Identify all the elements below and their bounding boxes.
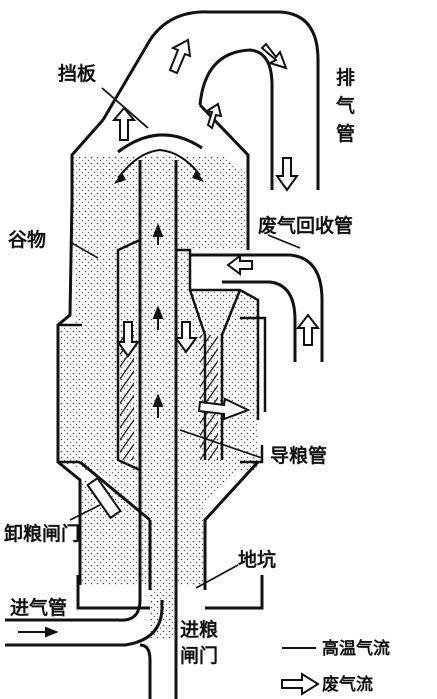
waste-arrow-up-left: [111, 106, 137, 141]
waste-arrow-return-left: [226, 254, 253, 276]
legend-hot-gas-label: 高温气流: [322, 638, 390, 659]
label-feed-gate-1: 进粮: [180, 618, 218, 641]
hot-arrow-inlet: [18, 626, 59, 638]
label-inlet-pipe: 进气管: [10, 596, 67, 619]
grain-leader: [69, 241, 99, 259]
waste-arrow-left-chamber-down: [116, 321, 140, 358]
label-baffle: 挡板: [58, 62, 97, 85]
top-duct: [101, 10, 320, 190]
waste-arrow-out-right: [197, 397, 251, 421]
unload-gate-plate: [86, 476, 122, 520]
lower-cone: [79, 460, 260, 590]
waste-arrow-top-right: [204, 102, 223, 130]
pit-leader: [195, 564, 239, 589]
waste-arrow-return-up: [295, 313, 321, 346]
guide-pipe-leader: [179, 429, 263, 459]
hot-arrow-center-1: [152, 223, 164, 245]
tower-right-wall: [198, 103, 250, 250]
label-exhaust-1: 排: [336, 66, 355, 89]
waste-return-pipe: [190, 253, 324, 362]
right-inner-chamber: [176, 248, 260, 420]
inlet-pipe: [5, 590, 142, 622]
ground-pit: [76, 575, 264, 610]
legend-waste-arrow: [281, 672, 320, 696]
label-unload-gate: 卸粮闸门: [4, 522, 80, 545]
waste-arrow-right-chamber-down: [174, 321, 198, 354]
waste-return-leader: [267, 234, 301, 249]
tower-left-wall: [56, 119, 105, 585]
hot-gas-arrows: [18, 223, 316, 649]
hot-arrow-center-3: [152, 393, 164, 418]
waste-gas-arrows: [111, 38, 321, 696]
top-duct-inner: [198, 48, 274, 190]
hot-arrow-top-spread: [117, 148, 201, 179]
legend-waste-gas-label: 废气流: [322, 674, 373, 695]
waste-arrow-duct-up: [168, 38, 192, 75]
inlet-pipe-curve: [139, 643, 152, 699]
left-inner-chamber: [116, 238, 141, 472]
right-screen: [200, 335, 218, 460]
label-exhaust-3: 管: [336, 122, 355, 145]
label-feed-gate-2: 闸门: [180, 644, 218, 667]
right-jacket: [240, 316, 267, 464]
left-jacket: [58, 323, 82, 464]
hot-arrow-head-left: [114, 172, 126, 184]
label-pit: 地坑: [238, 548, 276, 571]
label-waste-return: 废气回收管: [258, 214, 353, 237]
baffle-plate: [117, 133, 203, 154]
hot-arrow-head-right: [192, 170, 204, 182]
waste-arrow-exhaust-down: [275, 157, 299, 192]
unload-gate-leader: [69, 504, 101, 521]
inlet-pipe-lower: [5, 600, 164, 647]
left-screen: [120, 335, 134, 460]
label-exhaust-2: 气: [335, 94, 355, 117]
hot-arrow-center-2: [152, 305, 164, 330]
label-guide-pipe: 导粮管: [270, 444, 327, 467]
waste-return-pipe-inner: [222, 280, 297, 362]
waste-arrow-duct-right: [260, 42, 288, 70]
label-grain: 谷物: [8, 228, 46, 251]
